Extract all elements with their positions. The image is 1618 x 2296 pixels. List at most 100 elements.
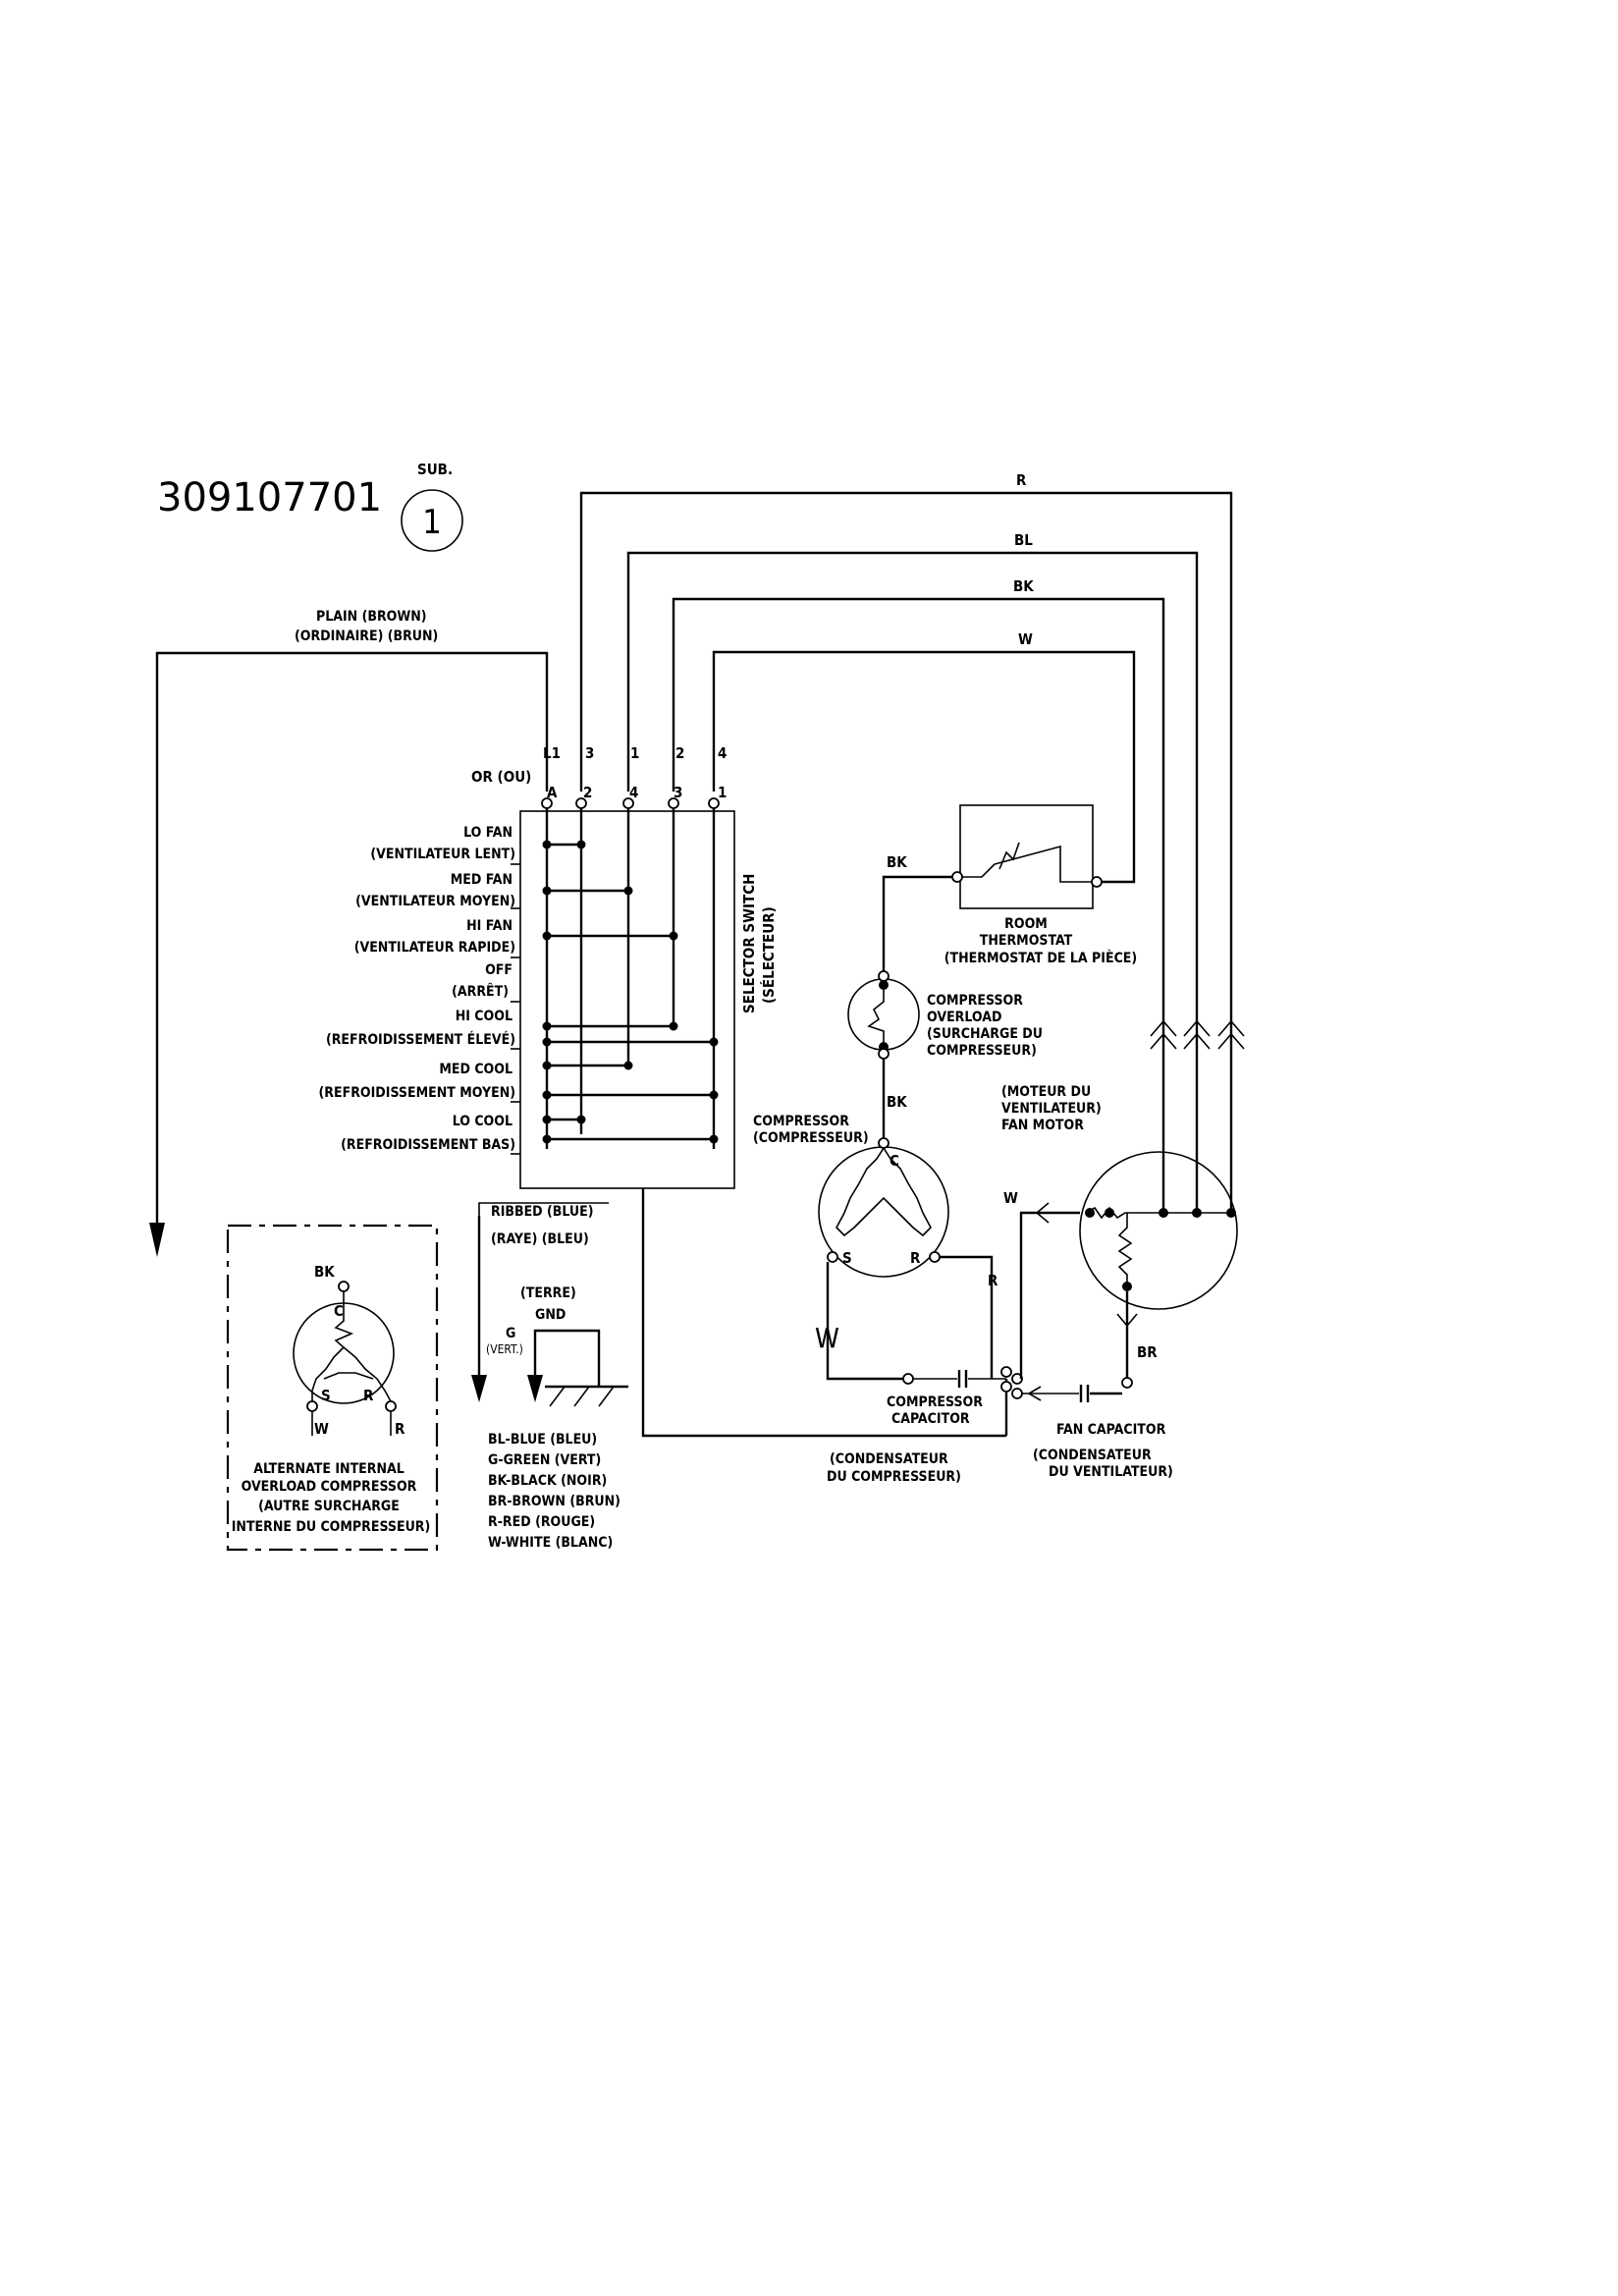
fan-cap-terminal bbox=[1121, 1377, 1133, 1389]
overload-label3: (SURCHARGE DU bbox=[927, 1026, 1043, 1042]
svg-text:BK-BLACK (NOIR): BK-BLACK (NOIR) bbox=[488, 1473, 607, 1489]
wire-arrow-br bbox=[1116, 1313, 1138, 1328]
svg-text:LO COOL: LO COOL bbox=[453, 1114, 512, 1129]
part-number: 309107701 bbox=[157, 475, 382, 520]
terminal-bottom-labels: A 2 4 3 1 bbox=[547, 784, 727, 801]
fan-motor-br-wire: BR bbox=[1137, 1343, 1158, 1361]
sub-label: SUB. bbox=[417, 461, 453, 478]
svg-text:4: 4 bbox=[718, 744, 727, 762]
compressor-w-wire: W bbox=[815, 1322, 839, 1354]
wire-red bbox=[579, 491, 1233, 1213]
svg-text:(ARRÊT): (ARRÊT) bbox=[452, 983, 509, 1000]
ribbed-line1: RIBBED (BLUE) bbox=[491, 1204, 594, 1220]
alternate-r-wire: R bbox=[395, 1420, 405, 1438]
arrow-ground bbox=[527, 1375, 543, 1402]
selector-switch-internals bbox=[542, 808, 719, 1149]
svg-text:(REFROIDISSEMENT MOYEN): (REFROIDISSEMENT MOYEN) bbox=[319, 1085, 515, 1101]
wire-blue bbox=[626, 551, 1199, 1213]
selector-switch-label-fr: (SÉLECTEUR) bbox=[759, 906, 778, 1004]
ground-symbol bbox=[545, 1385, 628, 1407]
fan-motor-label3: FAN MOTOR bbox=[1001, 1118, 1084, 1133]
wire-thermostat-to-overload bbox=[882, 875, 952, 972]
fan-motor-windings bbox=[1085, 1206, 1236, 1291]
alternate-r: R bbox=[363, 1387, 374, 1404]
fan-capacitor-fr1: (CONDENSATEUR bbox=[1033, 1448, 1152, 1463]
compressor-c: C bbox=[890, 1152, 899, 1170]
svg-text:2: 2 bbox=[583, 784, 592, 801]
room-thermostat-box bbox=[959, 804, 1094, 909]
svg-text:A: A bbox=[547, 784, 558, 801]
alternate-w-wire: W bbox=[314, 1420, 329, 1438]
alternate-label4: INTERNE DU COMPRESSEUR) bbox=[232, 1519, 431, 1535]
svg-text:OFF: OFF bbox=[485, 962, 512, 978]
svg-text:(REFROIDISSEMENT BAS): (REFROIDISSEMENT BAS) bbox=[341, 1137, 515, 1153]
ribbed-bracket bbox=[478, 1202, 609, 1216]
ground-gnd: GND bbox=[535, 1307, 566, 1323]
compressor-label2: (COMPRESSEUR) bbox=[753, 1130, 869, 1146]
alternate-label2: OVERLOAD COMPRESSOR bbox=[242, 1479, 417, 1495]
wire-black bbox=[672, 597, 1165, 1213]
overload-wire-label: BK bbox=[887, 1093, 907, 1111]
terminal-circles bbox=[541, 797, 720, 809]
alternate-s: S bbox=[321, 1387, 331, 1404]
svg-text:MED FAN: MED FAN bbox=[451, 872, 512, 888]
fan-motor-w-wire: W bbox=[1003, 1189, 1018, 1207]
svg-text:(VENTILATEUR LENT): (VENTILATEUR LENT) bbox=[370, 847, 515, 862]
alternate-compressor-box bbox=[226, 1224, 439, 1552]
overload-label1: COMPRESSOR bbox=[927, 993, 1023, 1009]
svg-text:BL-BLUE (BLEU): BL-BLUE (BLEU) bbox=[488, 1432, 597, 1448]
comp-capacitor-label1: COMPRESSOR bbox=[887, 1394, 983, 1410]
alternate-label3: (AUTRE SURCHARGE bbox=[258, 1499, 400, 1514]
comp-capacitor-label2: CAPACITOR bbox=[891, 1411, 970, 1427]
comp-capacitor-fr1: (CONDENSATEUR bbox=[830, 1451, 948, 1467]
compressor-s: S bbox=[842, 1249, 852, 1267]
overload-internals bbox=[867, 970, 890, 1060]
svg-text:(VENTILATEUR MOYEN): (VENTILATEUR MOYEN) bbox=[355, 894, 515, 909]
ground-vert: (VERT.) bbox=[486, 1342, 523, 1356]
top-wires bbox=[579, 491, 1233, 1213]
fan-capacitor-label1: FAN CAPACITOR bbox=[1056, 1422, 1166, 1438]
wire-arrow-w bbox=[1035, 1202, 1050, 1224]
plain-wire-line1: PLAIN (BROWN) bbox=[316, 609, 427, 625]
alternate-c: C bbox=[334, 1302, 344, 1320]
comp-cap-terminal bbox=[902, 1373, 914, 1385]
alternate-compressor-symbol bbox=[293, 1302, 395, 1404]
thermostat-wire-label: BK bbox=[887, 853, 907, 871]
svg-text:LO FAN: LO FAN bbox=[463, 825, 512, 841]
fan-motor-label1: (MOTEUR DU bbox=[1001, 1084, 1091, 1100]
wire-plain-brown bbox=[155, 651, 549, 1223]
fan-motor-symbol bbox=[1079, 1151, 1238, 1310]
comp-capacitor-fr2: DU COMPRESSEUR) bbox=[827, 1469, 961, 1485]
wire-fan-motor-w bbox=[1019, 1211, 1080, 1379]
svg-text:3: 3 bbox=[674, 784, 682, 801]
sub-number: 1 bbox=[422, 503, 441, 542]
or-label: OR (OU) bbox=[471, 768, 531, 786]
switch-position-ticks bbox=[511, 863, 520, 1155]
compressor-windings bbox=[827, 1137, 941, 1263]
svg-text:(REFROIDISSEMENT ÉLEVÉ): (REFROIDISSEMENT ÉLEVÉ) bbox=[326, 1031, 515, 1048]
arrow-plain-wire bbox=[149, 1223, 165, 1257]
color-legend: BL-BLUE (BLEU) G-GREEN (VERT) BK-BLACK (… bbox=[488, 1432, 620, 1551]
overload-label4: COMPRESSEUR) bbox=[927, 1043, 1037, 1059]
arrow-ribbed bbox=[471, 1375, 487, 1402]
plain-wire-line2: (ORDINAIRE) (BRUN) bbox=[295, 629, 438, 644]
wire-label-bk: BK bbox=[1013, 577, 1034, 595]
thermostat-switch-symbol bbox=[951, 842, 1103, 888]
ground-g: G bbox=[506, 1326, 515, 1341]
thermostat-label1: ROOM bbox=[1004, 916, 1048, 932]
compressor-label1: COMPRESSOR bbox=[753, 1114, 849, 1129]
svg-text:4: 4 bbox=[629, 784, 638, 801]
svg-text:W-WHITE (BLANC): W-WHITE (BLANC) bbox=[488, 1535, 613, 1551]
fan-motor-label2: VENTILATEUR) bbox=[1001, 1101, 1102, 1117]
switch-positions: LO FAN (VENTILATEUR LENT) MED FAN (VENTI… bbox=[319, 825, 515, 1153]
wire-white-thermostat bbox=[712, 650, 1136, 884]
wire-ground bbox=[533, 1329, 601, 1387]
wire-compressor-s-to-capacitor bbox=[826, 1262, 903, 1381]
svg-text:R-RED (ROUGE): R-RED (ROUGE) bbox=[488, 1514, 595, 1530]
fan-capacitor-fr2: DU VENTILATEUR) bbox=[1049, 1464, 1173, 1480]
compressor-r-wire: R bbox=[988, 1272, 998, 1289]
svg-text:L1: L1 bbox=[543, 744, 561, 762]
connector-chevrons bbox=[1150, 1019, 1245, 1050]
compressor-r: R bbox=[910, 1249, 921, 1267]
